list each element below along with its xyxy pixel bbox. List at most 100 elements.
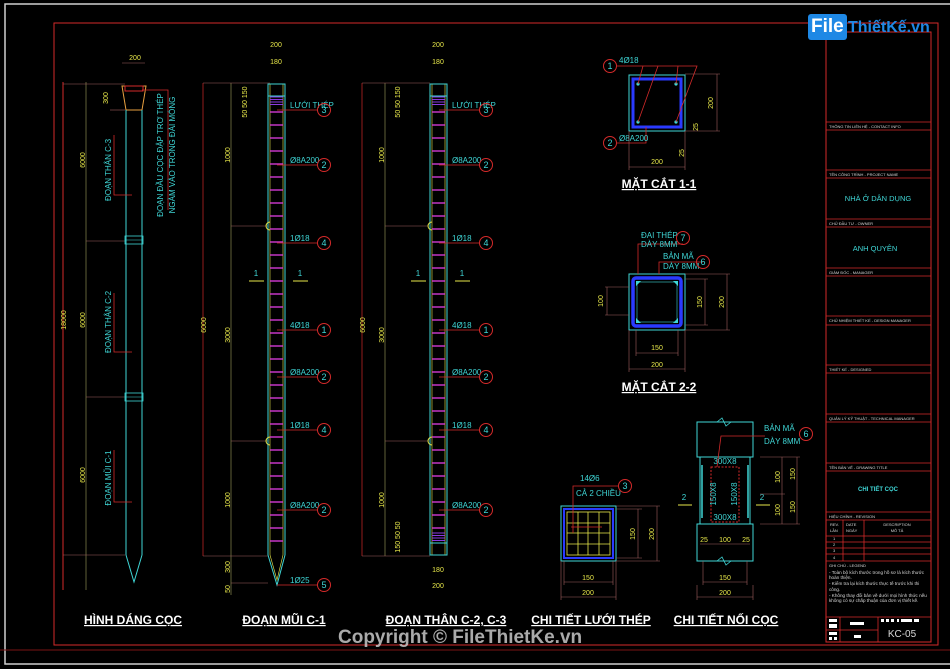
callout-label: 1Ø18 xyxy=(452,234,472,243)
tb-project-name: NHÀ Ở DÂN DỤNG xyxy=(845,194,912,203)
tb-rev-col1-a: REV. xyxy=(830,522,839,527)
callout-number: 1 xyxy=(483,325,488,335)
tip-dim-3: 1000 xyxy=(225,492,232,508)
callout-number: 4 xyxy=(321,425,326,435)
callout-number: 2 xyxy=(483,372,488,382)
tb-rev-row-2: 2 xyxy=(833,542,836,547)
tip-dim-top-spacing: 50 50 150 xyxy=(242,86,249,117)
callout-number: 4 xyxy=(483,425,488,435)
tb-manager-label: GIÁM ĐỐC - MANAGER xyxy=(829,270,873,275)
tb-rev-col2-a: DATE xyxy=(846,522,857,527)
body-stirrups xyxy=(432,96,445,541)
callout-number: 4 xyxy=(483,238,488,248)
s22-label-b-num: 6 xyxy=(700,257,705,267)
body-dim-1: 1000 xyxy=(379,147,386,163)
tb-note-1: - Toàn bộ kích thước trong hồ sơ là kích… xyxy=(829,570,925,581)
s11-rebar-num: 1 xyxy=(607,61,612,71)
pile-tip xyxy=(125,554,143,584)
body-section-mark-left: 1 xyxy=(416,269,421,278)
callout-bubble xyxy=(479,503,493,517)
callout-number: 1 xyxy=(321,325,326,335)
mesh-grid xyxy=(567,512,610,555)
dim-total: 18000 xyxy=(61,310,68,330)
callout-label: 4Ø18 xyxy=(290,321,310,330)
s11-rebar-label: 4Ø18 xyxy=(619,56,639,65)
tb-contact-label: THÔNG TIN LIÊN HỆ - CONTACT INFO xyxy=(829,124,901,129)
section-1-1-drawing: 1 4Ø18 2 Ø8A200 200 200 25 25 MẶT CẮT 1-… xyxy=(603,56,720,191)
s22-dim-inner-w: 150 xyxy=(651,345,663,352)
tip-section-mark-right: 1 xyxy=(298,269,303,278)
callout-label: LƯỚI THÉP xyxy=(452,101,496,110)
dim-c3: 6000 xyxy=(80,152,87,168)
callout-bubble xyxy=(479,423,493,437)
callout-label: 4Ø18 xyxy=(452,321,472,330)
tb-rev-col2-b: NGÀY xyxy=(846,528,858,533)
callout-bubble xyxy=(317,158,331,172)
tb-drawing-title-label: TÊN BẢN VẼ - DRAWING TITLE xyxy=(829,465,888,470)
tb-drawing-number: KC-05 xyxy=(888,629,917,640)
tip-dim-1: 1000 xyxy=(225,147,232,163)
label-c3: ĐOẠN THÂN C-3 xyxy=(104,138,113,201)
tb-design-manager-label: CHỦ NHIỆM THIẾT KẾ - DESIGN MANAGER xyxy=(829,318,911,323)
callout-bubble xyxy=(317,578,331,592)
tb-revision-label: HIỆU CHỈNH - REVISION xyxy=(829,514,875,519)
callout-bubble xyxy=(479,236,493,250)
body-dim-inner-top: 180 xyxy=(432,59,444,66)
tb-designed-label: THIẾT KẾ - DESIGNED xyxy=(829,367,871,372)
tip-dim-outer: 200 xyxy=(270,42,282,49)
s11-dim-height: 200 xyxy=(708,97,715,109)
sheet-frame xyxy=(53,22,939,646)
tip-dim-tip-end: 50 xyxy=(225,585,232,593)
callout-bubble xyxy=(479,323,493,337)
callout-label: 1Ø25 xyxy=(290,576,310,585)
tb-drawing-title: CHI TIẾT CỌC xyxy=(858,486,899,493)
joint-dim-b5: 200 xyxy=(719,590,731,597)
callout-label: 1Ø18 xyxy=(290,234,310,243)
tb-rev-col3-b: MÔ TẢ xyxy=(891,528,904,533)
callout-number: 3 xyxy=(321,105,326,115)
s22-label-a-line1: ĐAI THÉP xyxy=(641,231,678,240)
mesh-dim-w-outer: 200 xyxy=(582,590,594,597)
joint-plate-right: 150X8 xyxy=(730,482,739,506)
mesh-dim-outer: 200 xyxy=(649,528,656,540)
tb-owner: ANH QUYÊN xyxy=(853,244,898,253)
joint-label-line1: BẢN MÃ xyxy=(764,424,795,433)
mesh-detail-title: CHI TIẾT LƯỚI THÉP xyxy=(531,612,651,627)
s11-dim-cover: 25 xyxy=(693,123,700,131)
tb-notes-label: GHI CHÚ - LEGEND xyxy=(829,563,866,568)
s11-stirrup-label: Ø8A200 xyxy=(619,134,649,143)
callout-label: Ø8A200 xyxy=(290,368,320,377)
s22-label-b-line1: BẢN MÃ xyxy=(663,252,694,261)
tip-dim-tip: 300 xyxy=(225,561,232,573)
callout-label: Ø8A200 xyxy=(452,156,482,165)
s22-dim-outer-w: 200 xyxy=(651,362,663,369)
callout-bubble xyxy=(317,423,331,437)
tb-rev-col3-a: DESCRIPTION xyxy=(883,522,910,527)
callout-bubble xyxy=(317,370,331,384)
mesh-dim-inner: 150 xyxy=(630,528,637,540)
joint-dim-r4: 150 xyxy=(790,501,797,513)
callout-bubble xyxy=(317,323,331,337)
body-dim-top-spacing: 50 50 150 xyxy=(395,86,402,117)
note-head-line1: ĐOẠN ĐẦU CỌC ĐẬP TRƠ THÉP xyxy=(155,93,165,217)
tb-rev-row-1: 1 xyxy=(833,536,836,541)
tb-note-2: - Kiểm tra lại kích thước thực tế trước … xyxy=(829,581,920,592)
callout-number: 2 xyxy=(483,505,488,515)
tb-rev-row-3: 3 xyxy=(833,548,836,553)
body-dim-inner-bottom: 180 xyxy=(432,567,444,574)
tip-segment-title: ĐOẠN MŨI C-1 xyxy=(242,612,326,627)
joint-dim-r2: 100 xyxy=(775,504,782,516)
pile-shape-drawing: 200 300 18000 6000 6000 6000 ĐOẠN THÂN C… xyxy=(61,55,177,590)
joint-section-mark-right: 2 xyxy=(760,493,765,502)
body-section-mark-right: 1 xyxy=(460,269,465,278)
callout-label: 1Ø18 xyxy=(290,421,310,430)
s11-dim-cover2: 25 xyxy=(679,149,686,157)
s22-label-a-line2: DÀY 8MM xyxy=(641,240,678,249)
s22-dim-left: 100 xyxy=(598,295,605,307)
joint-detail-drawing: 300X8 300X8 150X8 150X8 BẢN MÃ DÀY 8MM 6… xyxy=(674,417,813,627)
mesh-label-line2: CẢ 2 CHIỀU xyxy=(576,488,621,498)
joint-dim-r1: 100 xyxy=(775,471,782,483)
filethietke-logo: File ThiếtKế.vn xyxy=(808,14,930,42)
